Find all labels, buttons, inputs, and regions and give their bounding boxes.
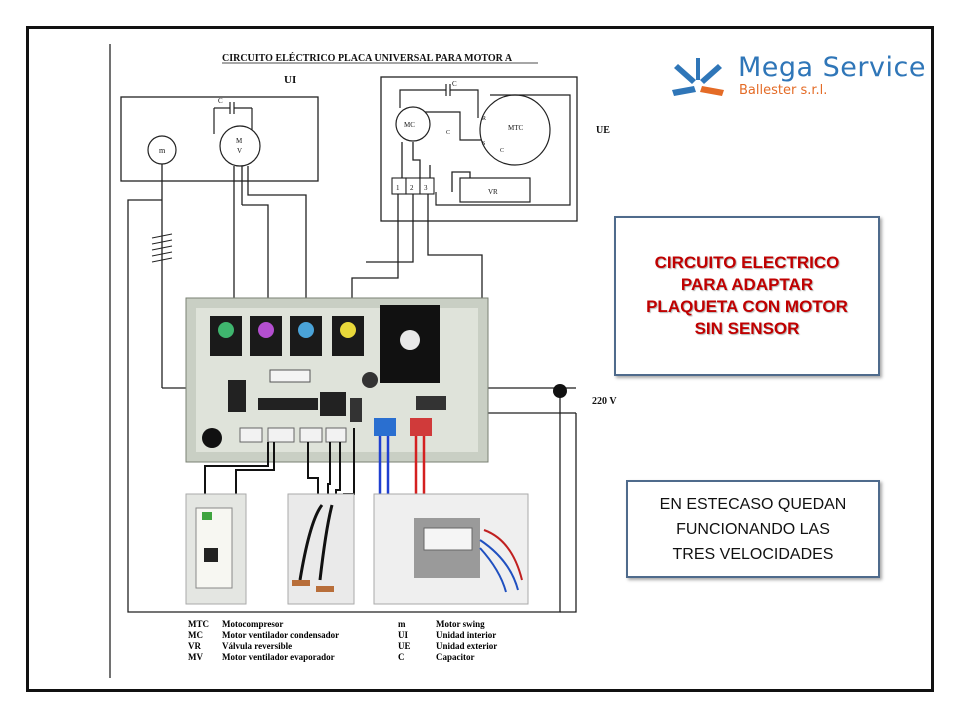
company-logo: Mega Service Ballester s.r.l.	[666, 50, 936, 102]
note-line-2: FUNCIONANDO LAS	[676, 520, 830, 538]
fan-motor-m-label: M	[236, 137, 243, 145]
legend-description: Unidad exterior	[436, 641, 497, 651]
red-transformer-wires	[414, 436, 426, 498]
indoor-unit-label: UI	[284, 74, 296, 86]
fan-motor-v-label: V	[237, 147, 242, 155]
terminal-1-label: 1	[396, 184, 400, 192]
outdoor-unit-label: UE	[596, 125, 610, 136]
legend-code: MTC	[188, 619, 209, 629]
legend-description: Válvula reversible	[222, 641, 292, 651]
mtc-label: MTC	[508, 124, 524, 132]
note-callout: EN ESTECASO QUEDAN FUNCIONANDO LAS TRES …	[626, 480, 880, 578]
diagram-title: CIRCUITO ELÉCTRICO PLACA UNIVERSAL PARA …	[222, 52, 513, 64]
legend-code: MC	[188, 630, 203, 640]
note-line-1: EN ESTECASO QUEDAN	[659, 495, 847, 513]
indoor-fan-motor	[219, 125, 261, 167]
title-line-1: CIRCUITO ELECTRICO	[654, 253, 840, 272]
legend-code: m	[398, 619, 406, 629]
logo-name: Mega Service	[738, 52, 926, 83]
control-board	[185, 297, 489, 463]
logo-mark-icon	[672, 58, 724, 96]
legend-description: Motor swing	[436, 619, 485, 629]
transformer-photo	[373, 493, 529, 605]
mc-label: MC	[404, 121, 415, 129]
terminal-2-label: 2	[410, 184, 414, 192]
title-line-3: PLAQUETA CON MOTOR	[646, 297, 848, 316]
display-board-photo	[185, 493, 247, 605]
junction-dot	[553, 384, 567, 398]
legend-description: Unidad interior	[436, 630, 496, 640]
terminal-block	[391, 177, 435, 195]
vr-label: VR	[488, 188, 498, 196]
note-line-3: TRES VELOCIDADES	[672, 545, 834, 563]
indoor-capacitor	[213, 102, 253, 134]
condenser-fan-motor	[395, 106, 431, 142]
reversing-valve	[459, 177, 531, 203]
s-terminal-label: S	[482, 141, 485, 147]
legend-description: Capacitor	[436, 652, 475, 662]
legend-code: MV	[188, 652, 203, 662]
voltage-label: 220 V	[592, 396, 617, 407]
swing-motor-label: m	[159, 146, 166, 155]
indoor-unit-box	[120, 96, 319, 182]
title-callout: CIRCUITO ELECTRICO PARA ADAPTAR PLAQUETA…	[614, 216, 880, 376]
legend-description: Motocompresor	[222, 619, 283, 629]
legend-code: VR	[188, 641, 201, 651]
title-line-2: PARA ADAPTAR	[680, 275, 814, 294]
terminal-3-label: 3	[424, 184, 428, 192]
c-terminal-label: C	[500, 148, 504, 154]
legend-description: Motor ventilador evaporador	[222, 652, 335, 662]
c-left-label: C	[446, 130, 450, 136]
outdoor-capacitor	[399, 84, 571, 206]
legend-code: UI	[398, 630, 408, 640]
legend-code: C	[398, 652, 405, 662]
outdoor-capacitor-label: C	[452, 80, 457, 88]
outdoor-unit-box	[380, 76, 578, 222]
r-terminal-label: R	[482, 116, 486, 122]
title-line-4: SIN SENSOR	[694, 319, 800, 338]
legend-description: Motor ventilador condensador	[222, 630, 339, 640]
blue-transformer-wires	[378, 436, 390, 498]
indoor-capacitor-label: C	[218, 97, 223, 105]
temperature-sensors-photo	[287, 493, 355, 605]
legend-code: UE	[398, 641, 411, 651]
ground-symbol	[151, 233, 173, 263]
logo-subtitle: Ballester s.r.l.	[739, 83, 828, 98]
